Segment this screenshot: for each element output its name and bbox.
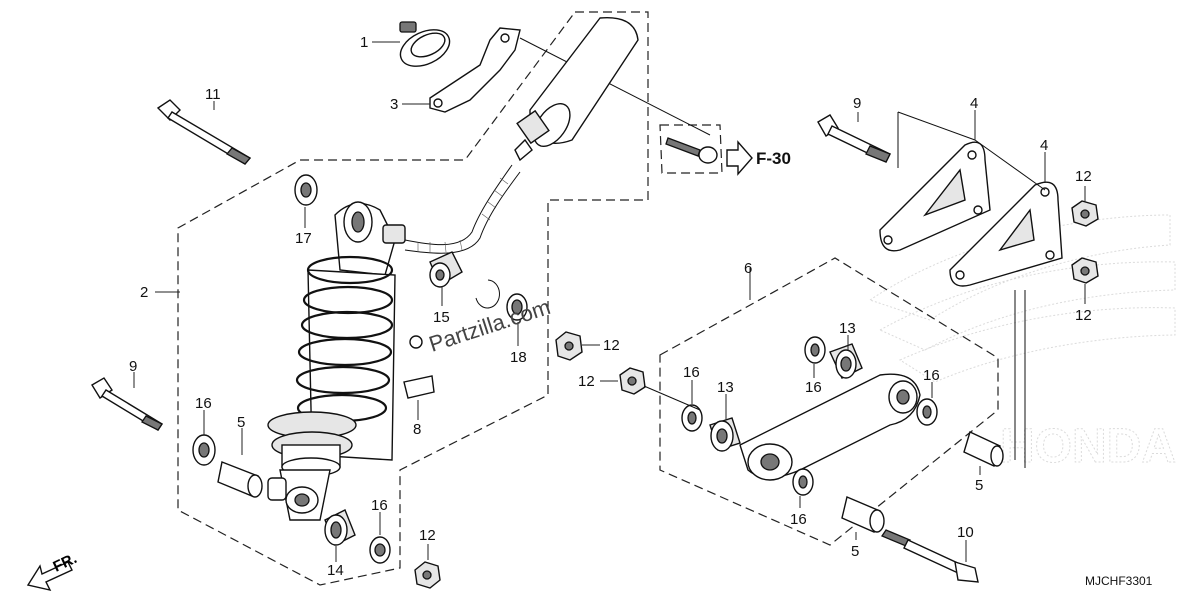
part-4-plate-rear (879, 141, 991, 252)
part-6-cushion-arm-link (739, 373, 921, 481)
callout-10: 10 (957, 524, 974, 541)
callout-5-right: 5 (975, 477, 983, 494)
part-16-seal-link-c (916, 398, 938, 426)
part-12-nut-lower (414, 561, 441, 589)
callout-12-lower: 12 (419, 527, 436, 544)
part-12-nut-a (555, 331, 583, 361)
part-12-nut-c (1071, 200, 1099, 227)
part-12-nut-b (619, 367, 646, 395)
part-16-seal-lower (369, 536, 391, 564)
callout-18: 18 (510, 349, 527, 366)
callout-11: 11 (205, 86, 221, 103)
part-17-dust-seal (294, 174, 318, 206)
honda-logo-text: HONDA (1000, 420, 1176, 473)
part-10-bolt (881, 529, 979, 583)
part-9-bolt-left (91, 377, 163, 431)
callout-15: 15 (433, 309, 450, 326)
part-5-collar-bottom (841, 496, 885, 533)
callout-16-link-b: 16 (683, 364, 700, 381)
link-group-outline (659, 257, 999, 546)
part-16-seal-link-b (681, 404, 703, 432)
part-2-rear-shock-absorber (267, 201, 406, 521)
part-8-label (403, 375, 435, 399)
plate-callout-brackets (897, 111, 1046, 468)
circlip (475, 279, 500, 309)
callout-9-left: 9 (129, 358, 137, 375)
part-13-bearing-upper (829, 343, 863, 379)
front-label: FR. (51, 550, 80, 576)
callout-13-lower: 13 (717, 379, 734, 396)
reservoir-hose (404, 164, 521, 254)
f30-ref-bolt (665, 137, 718, 164)
bolt-f30-outline (659, 124, 723, 174)
f30-reference-label: F-30 (756, 149, 791, 168)
callout-4-front: 4 (1040, 137, 1048, 154)
part-9-bolt-right (817, 114, 891, 163)
part-3-bracket (429, 27, 521, 113)
part-1-clamp-band (399, 21, 451, 67)
part-12-nut-d (1071, 257, 1099, 284)
callout-12-a: 12 (603, 337, 620, 354)
callout-16-link-c: 16 (923, 367, 940, 384)
part-15-collar (429, 251, 463, 288)
callout-1: 1 (360, 34, 368, 51)
callout-16-lower: 16 (371, 497, 388, 514)
callout-16-link-a: 16 (805, 379, 822, 396)
callout-16-left: 16 (195, 395, 212, 412)
part-4-plate-front (949, 181, 1063, 287)
front-direction-indicator: FR. (26, 550, 80, 592)
callout-16-link-d: 16 (790, 511, 807, 528)
part-13-bearing-lower (709, 417, 741, 452)
f30-reference-arrow: F-30 (726, 140, 791, 176)
callout-5-left: 5 (237, 414, 245, 431)
honda-wing-logo-watermark: HONDA (868, 214, 1177, 474)
shock-reservoir (514, 16, 639, 162)
part-5-collar-right (963, 431, 1004, 467)
callout-12-b: 12 (578, 373, 595, 390)
callout-8: 8 (413, 421, 421, 438)
diagram-code: MJCHF3301 (1085, 574, 1153, 588)
part-14-needle-bearing (324, 509, 356, 546)
callout-12-c: 12 (1075, 168, 1092, 185)
callout-13-upper: 13 (839, 320, 856, 337)
callout-6: 6 (744, 260, 752, 277)
callout-9-right: 9 (853, 95, 861, 112)
shock-group-outline (177, 11, 649, 586)
callout-leaders (133, 41, 1086, 562)
small-washer (409, 335, 423, 349)
part-16-seal-left (192, 434, 216, 466)
callout-14: 14 (327, 562, 344, 579)
part-5-collar-left (217, 461, 263, 498)
callout-numbers: 1 3 2 11 17 15 18 8 9 16 5 14 16 12 12 1… (129, 34, 1092, 579)
callout-3: 3 (390, 96, 398, 113)
callout-4-rear: 4 (970, 95, 978, 112)
callout-12-d: 12 (1075, 307, 1092, 324)
part-11-bolt (156, 99, 252, 165)
part-16-seal-link-a (804, 336, 826, 364)
hose-texture (417, 177, 509, 253)
part-16-seal-link-d (792, 468, 814, 496)
part-18-bushing (506, 293, 528, 321)
callout-2: 2 (140, 284, 148, 301)
callout-5-bottom: 5 (851, 543, 859, 560)
callout-17: 17 (295, 230, 312, 247)
